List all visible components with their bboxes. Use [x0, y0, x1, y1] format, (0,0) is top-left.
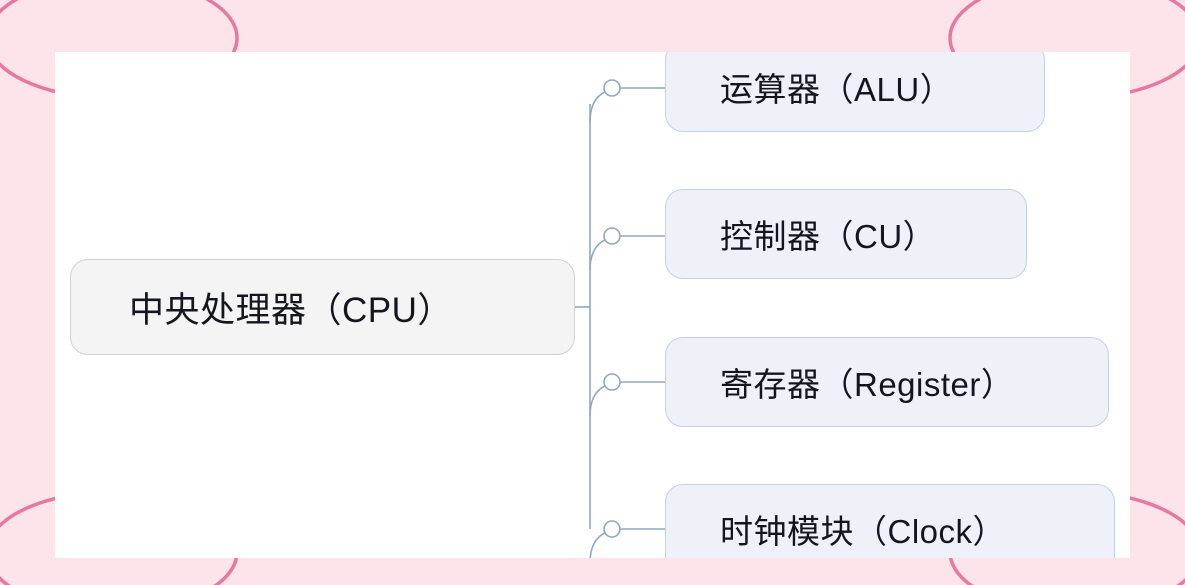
mindmap-node-cu[interactable]: 控制器（CU） [665, 189, 1027, 279]
mindmap-node-alu[interactable]: 运算器（ALU） [665, 52, 1045, 132]
branch-line-clock [589, 528, 665, 558]
branch-line-alu [589, 87, 665, 123]
collapse-toggle-clock-icon [603, 520, 621, 538]
mindmap-node-clock[interactable]: 时钟模块（Clock） [665, 484, 1115, 558]
node-label-alu: 运算器（ALU） [720, 71, 954, 108]
collapse-toggle-cu-icon [603, 227, 621, 245]
collapse-toggle-alu-icon [603, 79, 621, 97]
node-label-clock: 时钟模块（Clock） [720, 513, 1007, 550]
node-label-root: 中央处理器（CPU） [129, 290, 453, 330]
node-label-cu: 控制器（CU） [720, 218, 937, 255]
mindmap-node-register[interactable]: 寄存器（Register） [665, 337, 1109, 427]
branch-line-cu [589, 235, 665, 271]
connector-lines [575, 79, 665, 558]
mindmap-canvas[interactable]: 中央处理器（CPU） 运算器（ALU） 控制器（CU） 寄存器（Register… [55, 52, 1130, 558]
node-label-register: 寄存器（Register） [720, 366, 1015, 403]
collapse-toggle-register-icon [603, 373, 621, 391]
mindmap-node-root[interactable]: 中央处理器（CPU） [70, 259, 575, 355]
branch-line-register [589, 381, 665, 417]
